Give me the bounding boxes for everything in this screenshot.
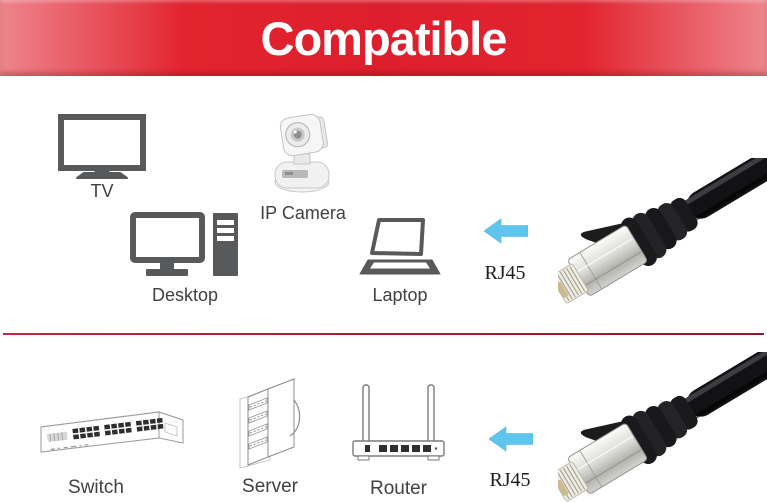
router-icon <box>351 383 446 463</box>
rj45-connector-photo <box>558 352 767 502</box>
switch-label: Switch <box>68 477 124 498</box>
server-icon <box>238 372 302 474</box>
tv-label: TV <box>90 181 114 201</box>
left-arrow-icon <box>489 426 533 452</box>
left-arrow-icon <box>484 218 528 244</box>
server-label: Server <box>242 476 298 497</box>
ip-camera-label: IP Camera <box>260 203 346 223</box>
banner-title: Compatible <box>260 11 508 65</box>
laptop-label: Laptop <box>372 285 428 305</box>
desktop-label: Desktop <box>151 285 219 305</box>
rj45-label-bottom: RJ45 <box>489 469 531 491</box>
ip-camera-icon <box>272 110 334 194</box>
banner: Compatible <box>0 0 767 76</box>
rj45-connector-photo <box>558 158 767 330</box>
rj45-label-top: RJ45 <box>484 262 526 284</box>
laptop-icon <box>359 217 441 279</box>
switch-icon <box>35 405 185 461</box>
tv-icon <box>57 113 147 181</box>
section-divider <box>3 333 764 335</box>
router-label: Router <box>369 478 428 499</box>
desktop-icon <box>129 211 241 279</box>
